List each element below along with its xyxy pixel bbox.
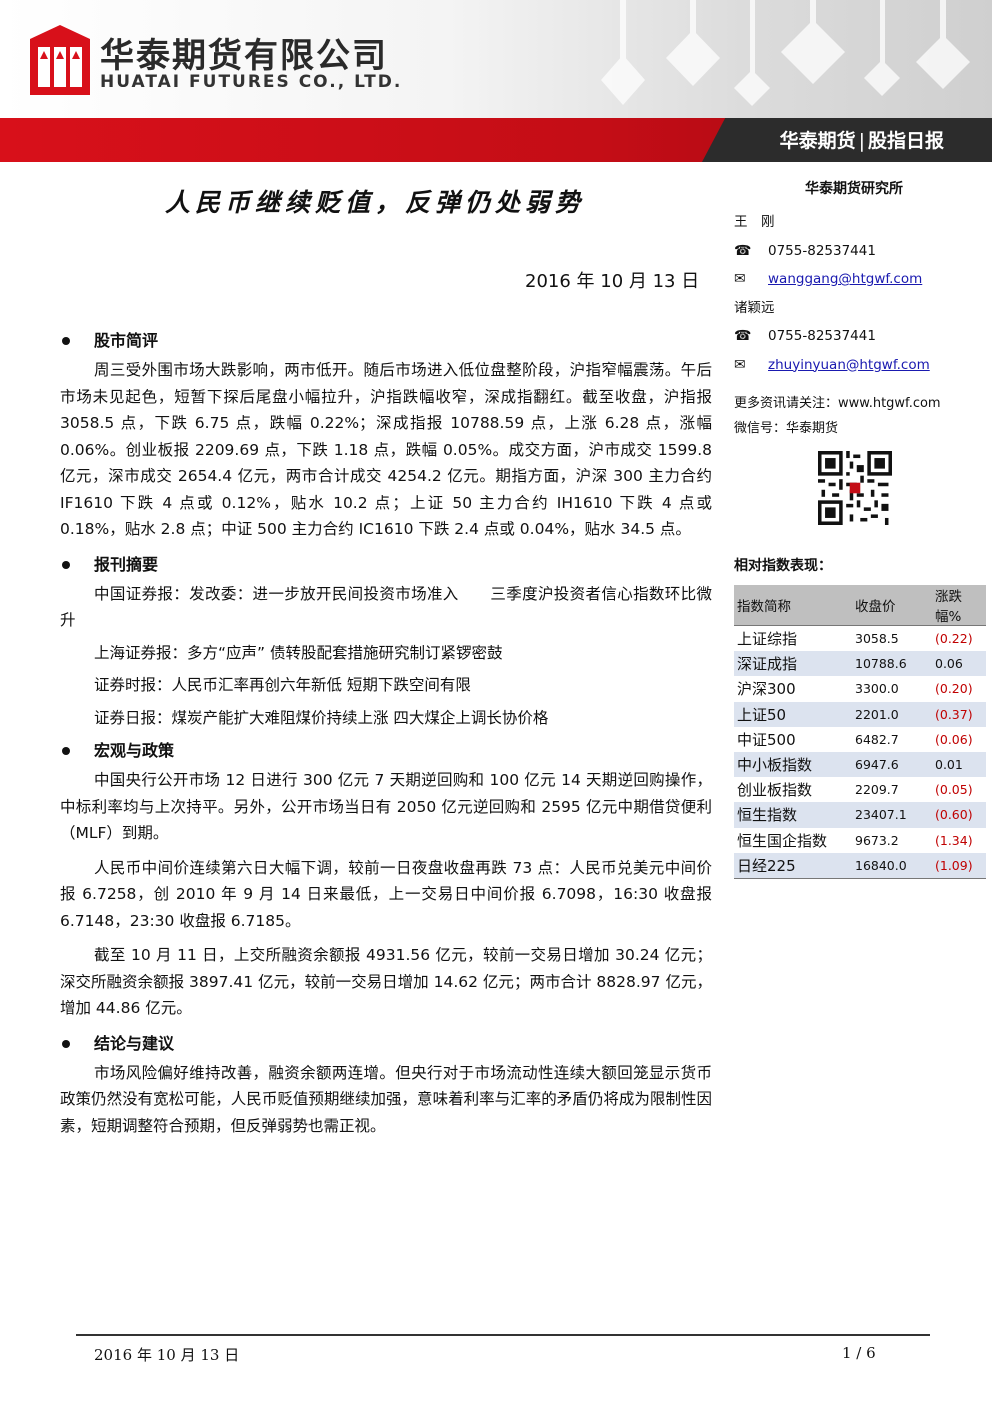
brand-separator: | xyxy=(858,130,865,152)
change-pct-cell: (0.06) xyxy=(935,731,973,747)
paragraph: 上海证券报：多方“应声” 债转股配套措施研究制订紧锣密鼓 xyxy=(94,643,503,662)
footer-divider xyxy=(76,1334,930,1336)
change-pct-cell: (0.20) xyxy=(935,681,973,697)
brand-name: 华泰期货 xyxy=(779,130,856,152)
analyst-email: ✉ zhuyinyuan@htgwf.com xyxy=(734,351,986,380)
email-link[interactable]: zhuyinyuan@htgwf.com xyxy=(768,356,930,373)
phone-icon: ☎ xyxy=(734,242,752,259)
change-pct-cell: (0.37) xyxy=(932,701,986,727)
company-logo-icon xyxy=(30,25,90,95)
institute-name: 华泰期货研究所 xyxy=(805,181,903,197)
column-header: 涨跌幅% xyxy=(932,585,986,626)
table-row: 中证500 6482.7 (0.06) xyxy=(734,727,986,752)
bullet-icon xyxy=(62,560,70,569)
close-price-cell: 2209.7 xyxy=(855,782,899,798)
column-header: 指数简称 xyxy=(734,585,852,626)
bullet-icon xyxy=(62,337,70,345)
company-name-en: HUATAI FUTURES CO., LTD. xyxy=(100,72,403,92)
phone-icon: ☎ xyxy=(734,328,752,344)
report-type: 股指日报 xyxy=(867,130,944,152)
table-row: 沪深300 3300.0 (0.20) xyxy=(734,676,986,701)
index-name-cell: 深证成指 xyxy=(734,651,852,677)
column-header: 收盘价 xyxy=(852,585,932,626)
sidebar: 华泰期货研究所 王 刚 ☎0755-82537441 ✉ wanggang@htg… xyxy=(734,178,986,879)
index-name-cell: 恒生国企指数 xyxy=(737,831,828,850)
mail-icon: ✉ xyxy=(734,356,746,373)
change-pct-cell: 0.06 xyxy=(932,651,986,677)
page-number: 1 / 6 xyxy=(842,1344,876,1362)
company-name-cn: 华泰期货有限公司 xyxy=(100,36,388,76)
section-heading-conclusion: 结论与建议 xyxy=(60,1030,712,1058)
section-heading-press-digest: 报刊摘要 xyxy=(60,551,712,579)
relative-index-heading: 相对指数表现： xyxy=(734,558,832,574)
analyst-name: 诸颖远 xyxy=(734,299,775,316)
table-row: 恒生国企指数 9673.2 (1.34) xyxy=(734,828,986,853)
qr-code-icon xyxy=(818,451,892,525)
index-name-cell: 中小板指数 xyxy=(734,751,852,778)
change-pct-cell: (0.05) xyxy=(935,782,973,798)
document-title: 人民币继续贬值，反弹仍处弱势 xyxy=(165,188,586,217)
bullet-icon xyxy=(62,1039,70,1048)
paragraph: 人民币中间价连续第六日大幅下调，较前一日夜盘收盘再跌 73 点：人民币兑美元中间… xyxy=(60,858,712,930)
main-content: 股市简评 周三受外围市场大跌影响，两市低开。随后市场进入低位盘整阶段，沪指窄幅震… xyxy=(60,325,712,1147)
follow-info: 更多资讯请关注：www.htgwf.com 微信号：华泰期货 xyxy=(734,391,986,441)
close-price-cell: 3300.0 xyxy=(855,681,899,697)
close-price-cell: 6947.6 xyxy=(852,751,932,778)
paragraph: 证券时报：人民币汇率再创六年新低 短期下跌空间有限 xyxy=(94,676,471,694)
footer-date: 2016 年 10 月 13 日 xyxy=(94,1346,240,1364)
change-pct-cell: (0.60) xyxy=(932,802,986,828)
mail-icon: ✉ xyxy=(734,271,746,287)
index-name-cell: 中证500 xyxy=(737,730,796,749)
change-pct-cell: (1.34) xyxy=(935,832,973,848)
index-name-cell: 上证50 xyxy=(734,701,852,727)
close-price-cell: 10788.6 xyxy=(852,651,932,677)
table-row: 创业板指数 2209.7 (0.05) xyxy=(734,777,986,802)
wechat-text: 微信号：华泰期货 xyxy=(734,421,839,436)
section-heading-market-review: 股市简评 xyxy=(60,327,712,355)
close-price-cell: 6482.7 xyxy=(855,731,899,747)
close-price-cell: 2201.0 xyxy=(852,701,932,727)
paragraph: 中国央行公开市场 12 日进行 300 亿元 7 天期逆回购和 100 亿元 1… xyxy=(60,771,712,842)
document-date: 2016 年 10 月 13 日 xyxy=(525,271,700,292)
analyst-phone: ☎0755-82537441 xyxy=(734,237,986,266)
index-name-cell: 沪深300 xyxy=(737,680,796,699)
index-name-cell: 上证综指 xyxy=(737,630,798,649)
change-pct-cell: 0.01 xyxy=(932,751,986,778)
website-text: 更多资讯请关注：www.htgwf.com xyxy=(734,396,941,411)
index-name-cell: 日经225 xyxy=(734,852,852,879)
paragraph: 截至 10 月 11 日，上交所融资余额报 4931.56 亿元，较前一交易日增… xyxy=(60,946,712,1017)
close-price-cell: 3058.5 xyxy=(855,631,899,647)
paragraph: 中国证券报：发改委：进一步放开民间投资市场准入 三季度沪投资者信心指数环比微升 xyxy=(60,584,712,630)
paragraph: 证券日报：煤炭产能扩大难阻煤价持续上涨 四大煤企上调长协价格 xyxy=(94,708,549,727)
analyst-phone: ☎0755-82537441 xyxy=(734,322,986,351)
header-dark-bar xyxy=(702,118,992,162)
paragraph: 市场风险偏好维持改善，融资余额两连增。但央行对于市场流动性连续大额回笼显示货币政… xyxy=(60,1063,712,1135)
index-name-cell: 恒生指数 xyxy=(734,802,852,828)
report-brand: 华泰期货|股指日报 xyxy=(780,126,944,153)
change-pct-cell: (1.09) xyxy=(932,852,986,879)
bullet-icon xyxy=(62,747,70,755)
section-heading-macro-policy: 宏观与政策 xyxy=(60,737,712,765)
analyst-name: 王 刚 xyxy=(734,214,775,230)
analyst-email: ✉ wanggang@htgwf.com xyxy=(734,265,986,294)
index-name-cell: 创业板指数 xyxy=(737,781,813,800)
close-price-cell: 16840.0 xyxy=(852,852,932,879)
close-price-cell: 9673.2 xyxy=(855,832,899,848)
decorative-diamond-pattern xyxy=(601,0,970,106)
table-header-row: 指数简称 收盘价 涨跌幅% xyxy=(734,585,986,626)
table-row: 上证综指 3058.5 (0.22) xyxy=(734,626,986,652)
change-pct-cell: (0.22) xyxy=(935,631,973,647)
email-link[interactable]: wanggang@htgwf.com xyxy=(768,271,923,287)
paragraph: 周三受外围市场大跌影响，两市低开。随后市场进入低位盘整阶段，沪指窄幅震荡。午后市… xyxy=(60,361,712,538)
header-banner: 华泰期货有限公司 HUATAI FUTURES CO., LTD. xyxy=(0,0,992,118)
close-price-cell: 23407.1 xyxy=(852,802,932,828)
